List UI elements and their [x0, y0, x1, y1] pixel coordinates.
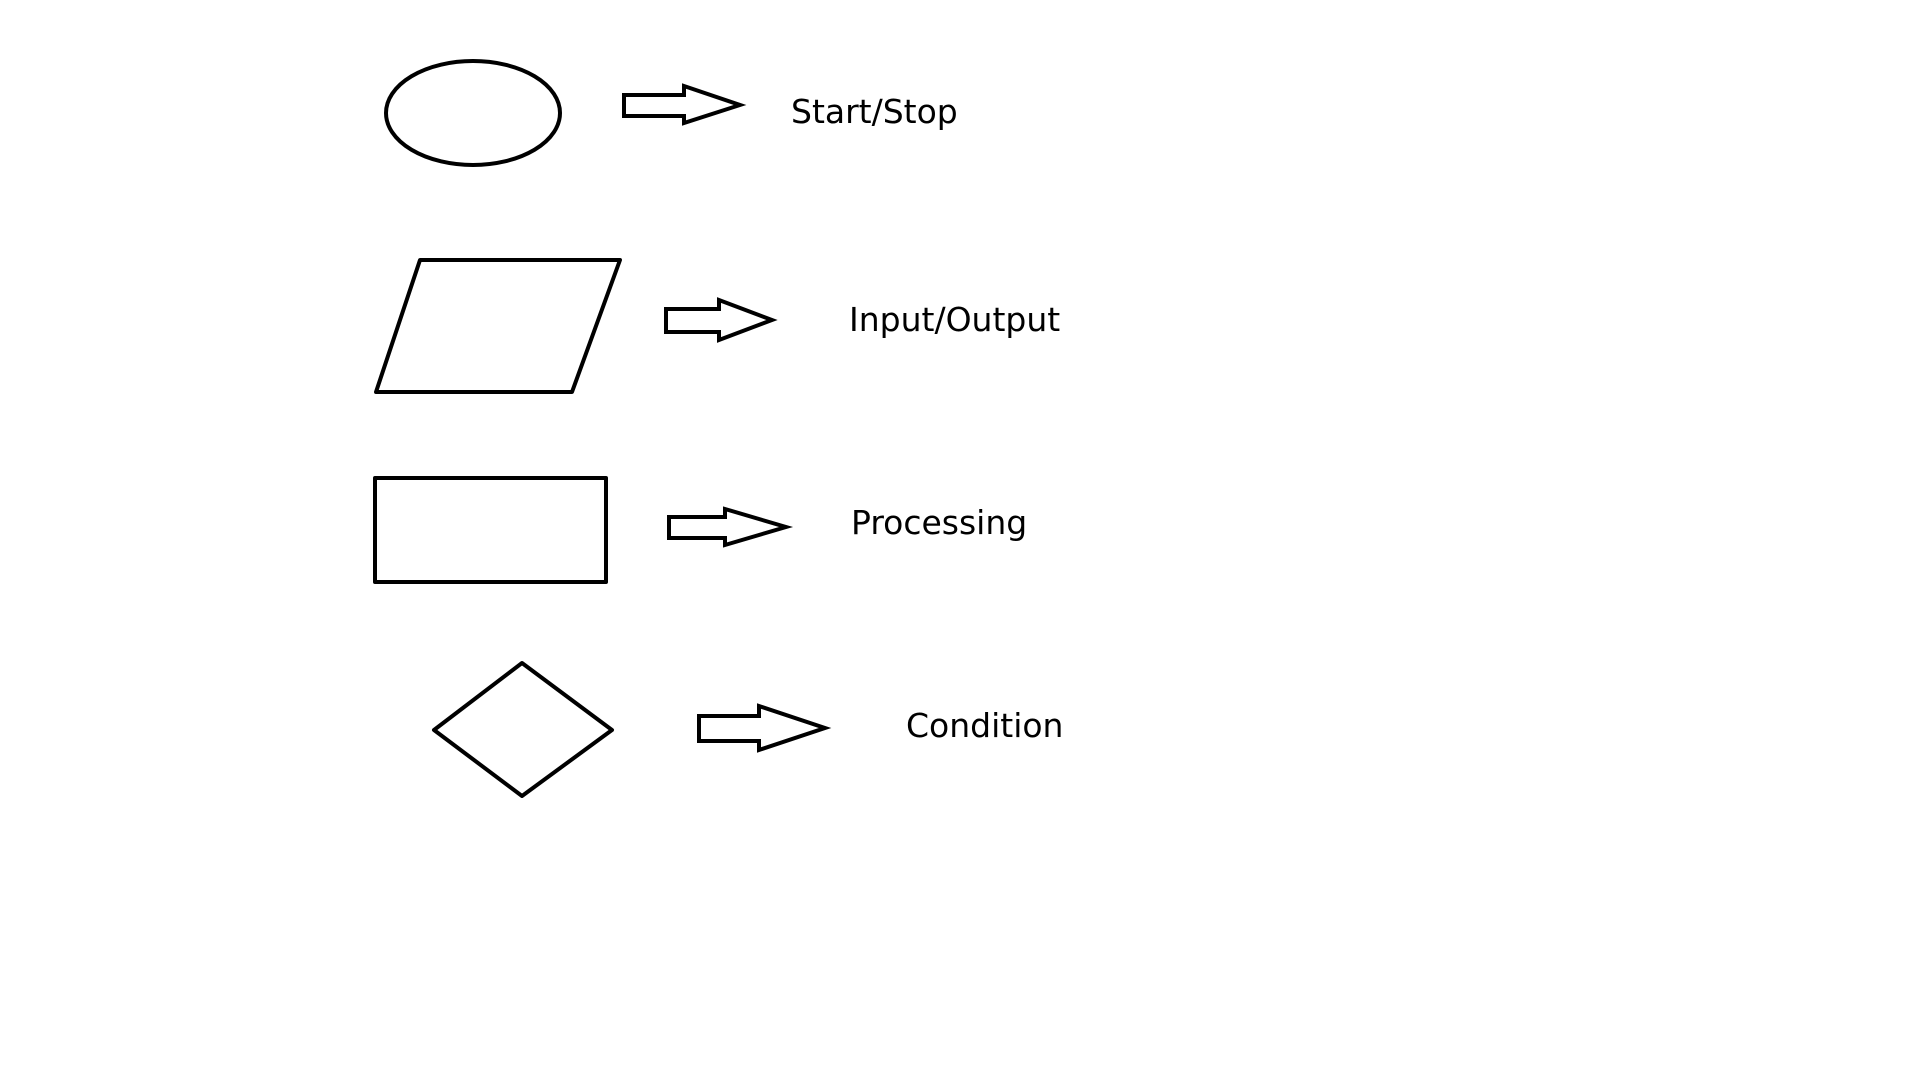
- condition-label: Condition: [906, 706, 1064, 745]
- processing-rectangle-icon: [373, 476, 608, 584]
- input-output-arrow-icon: [664, 297, 778, 343]
- start-stop-arrow-icon: [622, 83, 747, 126]
- condition-arrow-icon: [697, 703, 832, 753]
- processing-arrow-icon: [667, 506, 794, 548]
- input-output-label: Input/Output: [849, 300, 1061, 339]
- input-output-parallelogram-icon: [374, 258, 622, 394]
- start-stop-label: Start/Stop: [791, 92, 958, 131]
- processing-label: Processing: [851, 503, 1028, 542]
- start-stop-ellipse-icon: [384, 59, 562, 167]
- condition-diamond-icon: [432, 661, 614, 798]
